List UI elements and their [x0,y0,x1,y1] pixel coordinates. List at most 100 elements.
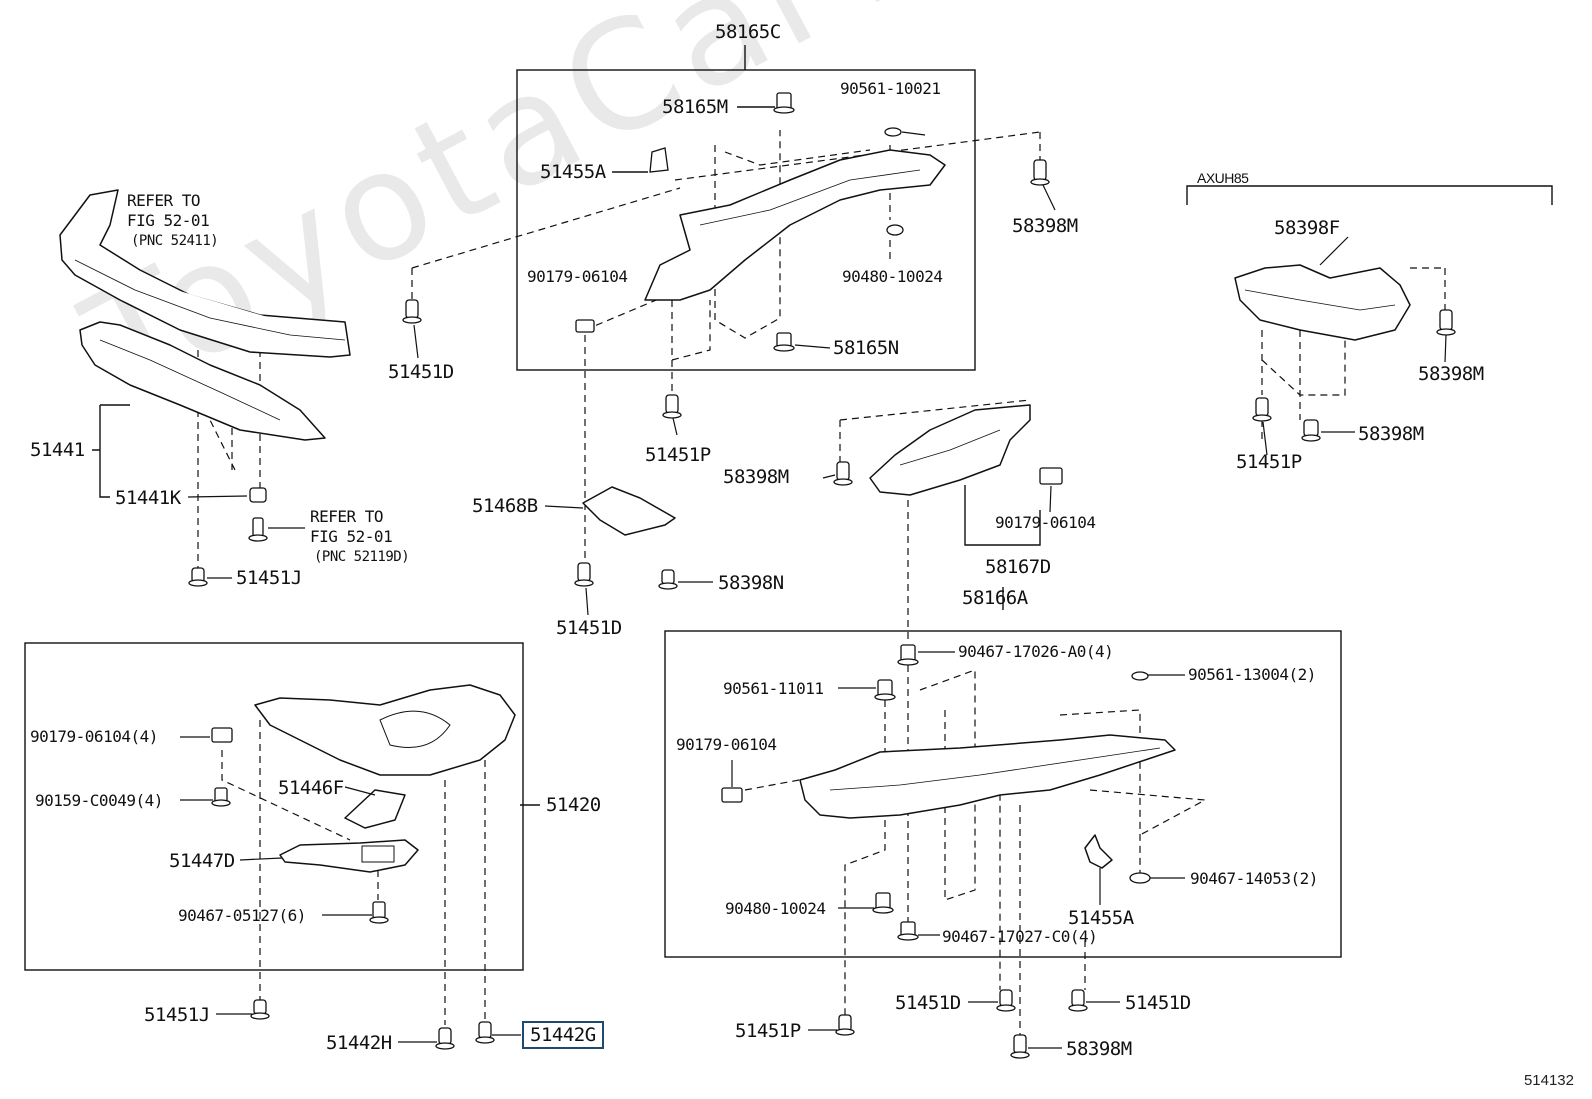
clip-51451P-a-icon [662,394,682,419]
clip-51451D-b-icon [574,562,594,587]
clip-90179-06104-c-icon [211,727,233,743]
figure-number: 514132 [1523,1072,1574,1089]
label-51451D-c[interactable]: 51451D [895,992,961,1014]
clip-51451D-c-icon [996,989,1016,1012]
label-variant: AXUH85 [1197,170,1249,186]
refer2-line2: FIG 52-01 [310,527,393,546]
label-58398M-a[interactable]: 58398M [1012,215,1078,237]
label-51455A-top[interactable]: 51455A [540,161,606,183]
label-58398M-b[interactable]: 58398M [723,466,789,488]
label-51451J-a[interactable]: 51451J [236,567,302,589]
clip-51451J-a-icon [188,567,208,587]
label-90179-06104-d[interactable]: 90179-06104 [676,735,777,754]
washer-90561-13004-icon [1131,671,1149,681]
label-90480-10024-b[interactable]: 90480-10024 [725,899,826,918]
piece-51446F-shape [344,789,406,829]
label-58398F[interactable]: 58398F [1274,217,1340,239]
nut-58165M-icon [773,92,795,114]
clip-51451P-c-icon [835,1014,855,1036]
label-90179-06104-c[interactable]: 90179-06104(4) [30,727,158,746]
nut-90467-17027-icon [897,921,919,941]
refer2-line3: (PNC 52119D) [314,549,410,565]
group-box-51420 [24,642,524,971]
label-58398M-c[interactable]: 58398M [1418,363,1484,385]
label-51451D-d[interactable]: 51451D [1125,992,1191,1014]
clip-51442G-icon [475,1021,495,1044]
clip-58398M-a-icon [1030,159,1050,186]
label-90480-10024-a[interactable]: 90480-10024 [842,267,943,286]
label-58167D[interactable]: 58167D [985,556,1051,578]
label-51468B[interactable]: 51468B [472,495,538,517]
label-58166A[interactable]: 58166A [962,587,1028,609]
clip-51451J-b-icon [250,999,270,1020]
group-box-58165C [516,69,976,371]
label-51451P-c[interactable]: 51451P [735,1020,801,1042]
label-51451J-b[interactable]: 51451J [144,1004,210,1026]
clip-90159-C0049-icon [211,787,231,807]
piece-51468B-shape [582,486,676,536]
clip-90179-06104-a-icon [575,319,595,333]
nut-90480-10024-a-icon [886,224,904,236]
label-51420[interactable]: 51420 [546,794,601,816]
nut-90561-11011-icon [874,679,896,701]
label-58165M[interactable]: 58165M [662,96,728,118]
label-51441K[interactable]: 51441K [115,487,181,509]
label-51441[interactable]: 51441 [30,439,85,461]
label-90467-17026[interactable]: 90467-17026-A0(4) [958,642,1114,661]
nut-90467-14053-icon [1129,872,1151,884]
group-box-58166A [664,630,1342,958]
label-90467-17027[interactable]: 90467-17027-C0(4) [942,927,1098,946]
bracket-axuh85 [1186,185,1553,205]
label-90159-C0049[interactable]: 90159-C0049(4) [35,791,163,810]
label-51442G-selected[interactable]: 51442G [522,1021,604,1049]
clip-51451D-a-icon [402,299,422,324]
bolt-refer2-icon [248,517,268,542]
label-51451D-a[interactable]: 51451D [388,361,454,383]
label-51455A-b[interactable]: 51455A [1068,907,1134,929]
label-58398M-d[interactable]: 58398M [1358,423,1424,445]
bracket-51455A-top-icon [649,147,669,173]
piece-51447D-shape [279,839,419,873]
label-90179-06104-a[interactable]: 90179-06104 [527,267,628,286]
label-90561-10021[interactable]: 90561-10021 [840,79,941,98]
clip-90179-06104-b-icon [1039,467,1063,485]
label-58165N[interactable]: 58165N [833,337,899,359]
label-90561-13004[interactable]: 90561-13004(2) [1188,665,1316,684]
clip-58398M-d-icon [1301,419,1321,442]
clip-51451P-b-icon [1252,397,1272,422]
label-90467-05127[interactable]: 90467-05127(6) [178,906,306,925]
label-90561-11011[interactable]: 90561-11011 [723,679,824,698]
label-51451P-b[interactable]: 51451P [1236,451,1302,473]
nut-90467-17026-icon [897,644,919,666]
label-90467-14053[interactable]: 90467-14053(2) [1190,869,1318,888]
splash-shield-51441-shape [79,321,326,441]
bolt-90467-05127-icon [369,901,389,924]
label-58165C[interactable]: 58165C [715,21,781,43]
label-58398N[interactable]: 58398N [718,572,784,594]
clip-51442H-icon [435,1027,455,1050]
label-90179-06104-b[interactable]: 90179-06104 [995,513,1096,532]
label-51451D-b[interactable]: 51451D [556,617,622,639]
clip-90179-06104-d-icon [721,787,743,803]
clip-58398N-icon [658,569,678,590]
label-51446F[interactable]: 51446F [278,777,344,799]
refer2-line1: REFER TO [310,507,384,526]
clip-58398M-e-icon [1010,1034,1030,1059]
label-58398M-e[interactable]: 58398M [1066,1038,1132,1060]
refer1-line1: REFER TO [127,191,201,210]
clip-51441K-icon [249,487,267,503]
nut-90480-10024-b-icon [872,892,894,914]
cover-58166A-shape [799,734,1176,819]
refer1-line2: FIG 52-01 [127,211,210,230]
bracket-51455A-shape [1084,834,1113,869]
washer-90561-10021-icon [884,127,902,137]
nut-58165N-icon [773,332,795,352]
clip-51451D-d-icon [1068,989,1088,1012]
cover-58165C-shape [644,149,946,301]
label-51442H[interactable]: 51442H [326,1032,392,1054]
clip-58398M-c-icon [1436,309,1456,336]
label-51451P-a[interactable]: 51451P [645,444,711,466]
clip-58398M-b-icon [833,461,853,486]
label-51447D[interactable]: 51447D [169,850,235,872]
